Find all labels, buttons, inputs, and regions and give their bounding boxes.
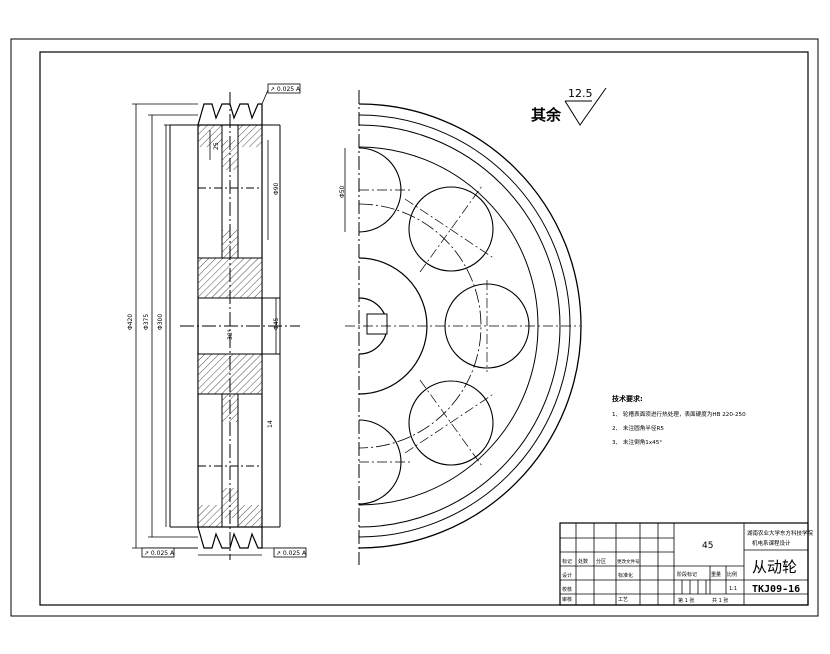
- dim-rim: 25: [213, 142, 220, 150]
- tb-scale: 比例: [727, 571, 737, 578]
- tb-checker: 校核: [562, 586, 572, 593]
- tech-item-1: 1、 轮槽表面须进行热处理，表面硬度为HB 220-250: [612, 410, 746, 418]
- tb-process: 工艺: [618, 597, 628, 603]
- tech-item-2: 2、 未注圆角半径R5: [612, 424, 664, 432]
- tech-item-3: 3、 未注倒角1x45°: [612, 438, 662, 446]
- runout-top: ↗ 0.025 A: [267, 83, 301, 94]
- dim-web: Φ90: [273, 182, 280, 195]
- tb-standard: 标准化: [618, 572, 633, 579]
- tb-university: 湖南农业大学东方科技学院: [747, 529, 814, 537]
- section-dimensions: [132, 89, 306, 556]
- dim-hub: Φ45: [273, 317, 280, 330]
- dim-hole: Φ50: [339, 185, 346, 198]
- dim-outer-dia: Φ375: [143, 314, 150, 330]
- dim-inner-dia: Φ300: [157, 314, 164, 330]
- section-hatching: [198, 125, 262, 527]
- tech-requirements: 技术要求: 1、 轮槽表面须进行热处理，表面硬度为HB 220-250 2、 未…: [612, 394, 746, 446]
- dim-keyway: 14: [267, 420, 274, 428]
- tb-approve: 审核: [562, 596, 572, 603]
- tb-part-name: 从动轮: [752, 558, 797, 576]
- roughness-symbol: 其余 12.5: [531, 87, 607, 126]
- tb-sheet-no: 第 1 张: [678, 597, 694, 604]
- dim-angle: 38°: [227, 329, 234, 340]
- tb-sheets: 共 1 张: [712, 597, 728, 604]
- title-block-text: 标记 处数 分区 更改文件号 设计 标准化 校核 审核 工艺 45 阶段标记 重…: [562, 529, 814, 604]
- tb-designer: 设计: [562, 572, 572, 579]
- runout-bottom-left: ↗ 0.025 A: [141, 547, 175, 558]
- tb-row-count: 处数: [578, 558, 588, 565]
- tb-drawing-no: TKJ09-16: [752, 584, 800, 595]
- outer-frame: [10, 38, 819, 617]
- tb-dept: 机电系课程设计: [752, 539, 791, 547]
- runout-bottom-right-text: ↗ 0.025 A: [276, 550, 307, 557]
- tb-row-mark: 标记: [562, 558, 572, 565]
- front-half-view: [344, 90, 582, 565]
- roughness-label: 其余: [531, 106, 562, 124]
- runout-bottom-right: ↗ 0.025 A: [273, 547, 307, 558]
- inner-border: [39, 51, 809, 606]
- roughness-value: 12.5: [568, 87, 593, 100]
- tb-stage: 阶段标记: [677, 571, 697, 578]
- runout-top-text: ↗ 0.025 A: [270, 86, 301, 93]
- dim-overall-dia: Φ420: [127, 314, 134, 330]
- tb-material: 45: [702, 541, 713, 551]
- tb-weight: 重量: [711, 571, 721, 578]
- tech-title: 技术要求:: [612, 394, 643, 403]
- tb-row-doc: 更改文件号: [617, 558, 640, 565]
- title-block: [559, 522, 809, 606]
- runout-bottom-left-text: ↗ 0.025 A: [144, 550, 175, 557]
- tb-row-zone: 分区: [596, 558, 606, 565]
- tb-scale-value: 1:1: [729, 586, 737, 592]
